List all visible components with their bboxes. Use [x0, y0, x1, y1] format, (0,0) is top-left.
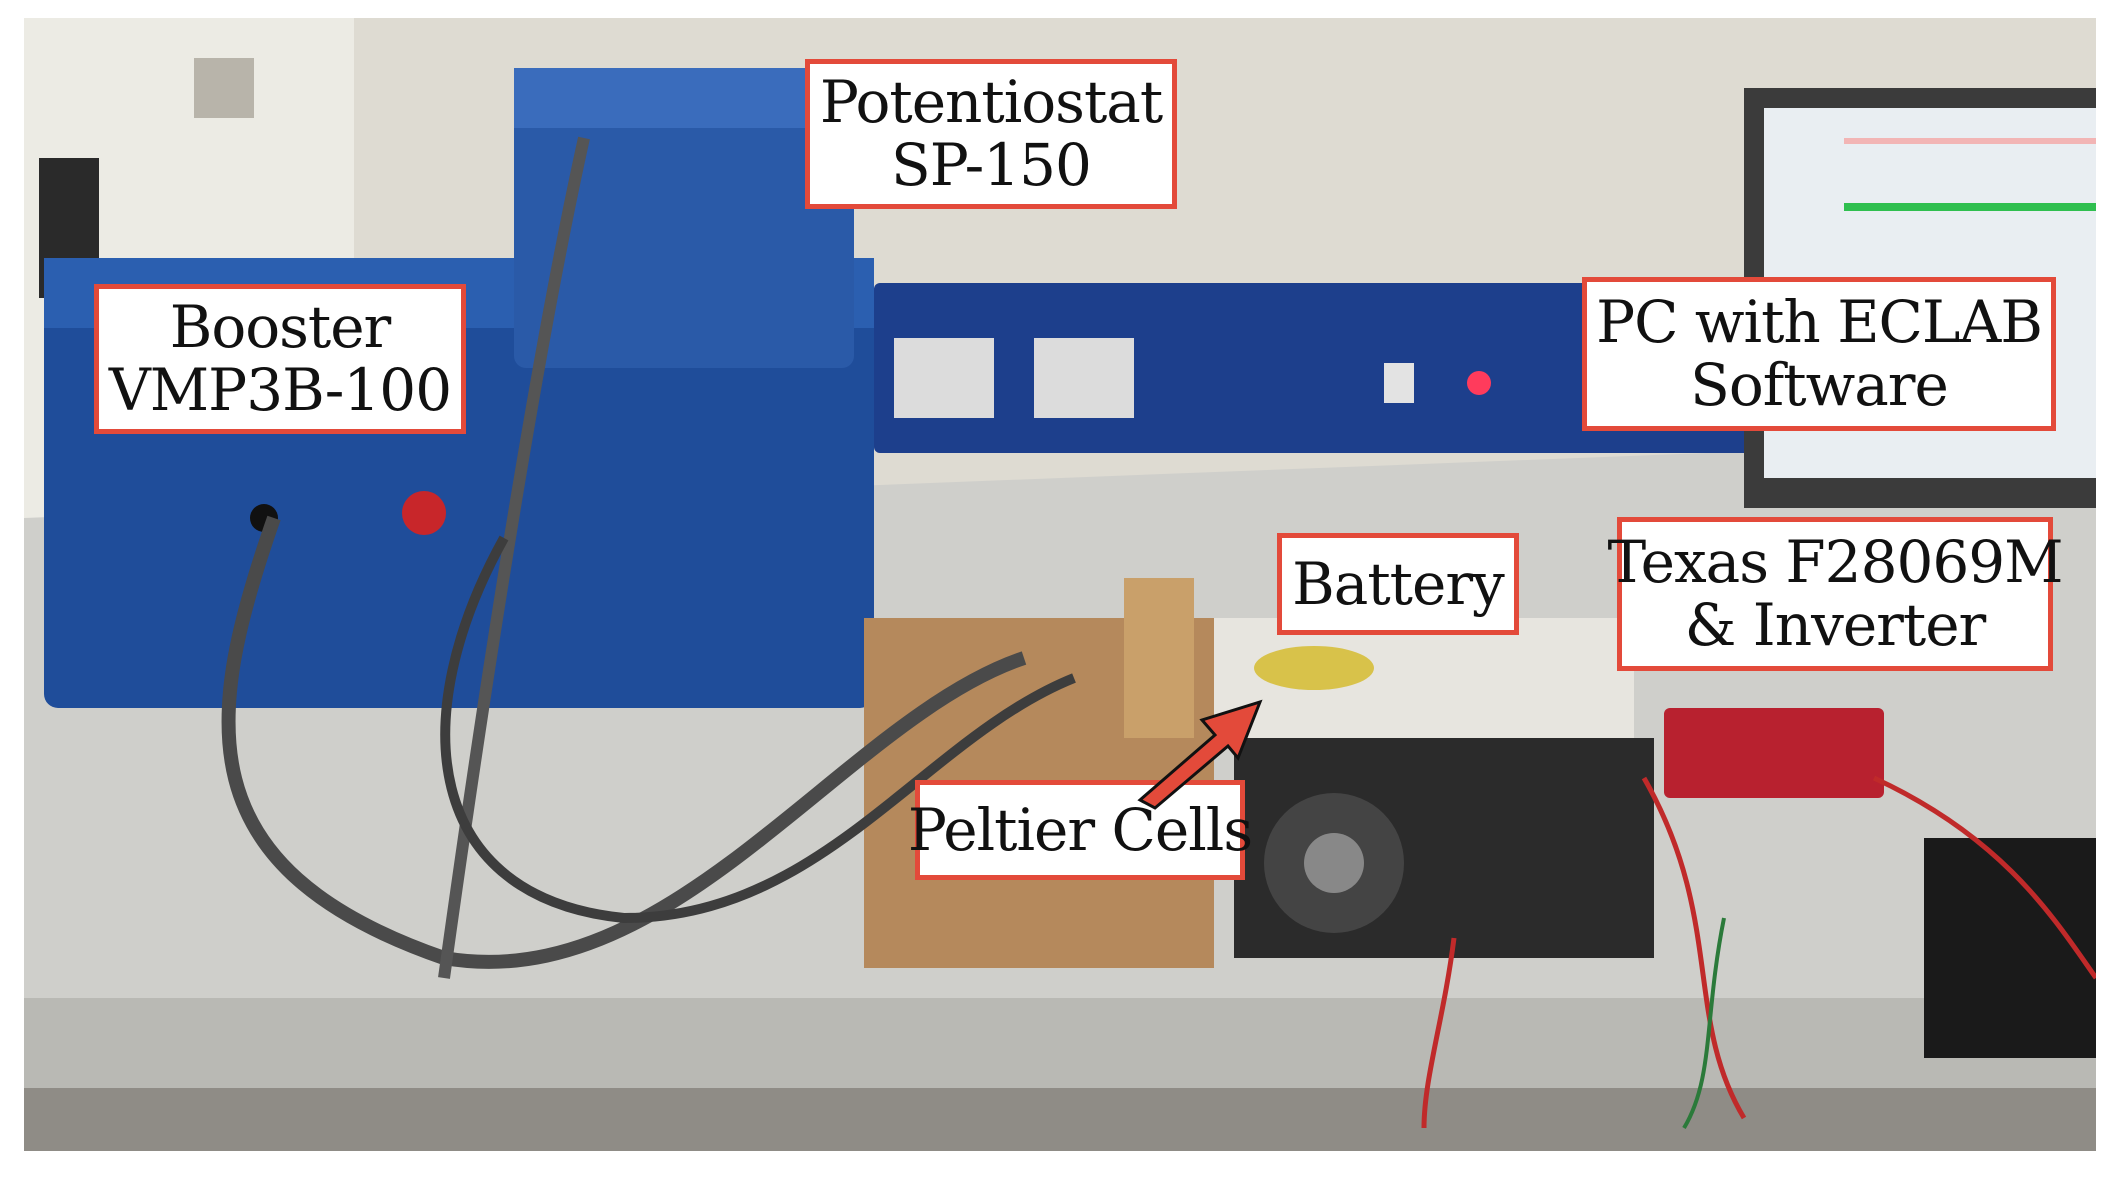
peltier-label: Peltier Cells	[908, 780, 1253, 880]
controller-board	[1664, 708, 1884, 798]
wire-red-3	[1421, 937, 1457, 1129]
wall-socket	[194, 58, 254, 118]
battery-tape	[1254, 646, 1374, 690]
potentiostat-unit	[514, 68, 854, 368]
wire-red-2	[1872, 775, 2096, 980]
potentiostat-top	[514, 68, 854, 128]
floor	[24, 1088, 2096, 1151]
lab-setup-scene	[24, 18, 2096, 1151]
keyboard	[1924, 838, 2096, 1058]
wire-green	[1682, 917, 1726, 1130]
potentiostat-label-line2: SP-150	[891, 131, 1092, 199]
peltier-label-line1: Peltier Cells	[907, 795, 1253, 864]
potentiostat-label: Potentiostat SP-150	[805, 59, 1177, 209]
arrow-icon	[1137, 699, 1263, 810]
rack-button	[1384, 363, 1414, 403]
rack-led	[1467, 371, 1491, 395]
booster-label-line2: VMP3B-100	[108, 356, 452, 424]
pc-label-line2: Software	[1690, 351, 1949, 419]
texas-label-line2: & Inverter	[1684, 591, 1987, 659]
booster-knob	[402, 491, 446, 535]
monitor-plot-line	[1844, 203, 2096, 211]
battery-label-line1: Battery	[1292, 549, 1505, 618]
pc-label: PC with ECLAB Software	[1582, 277, 2056, 431]
monitor-plot-line-2	[1844, 138, 2096, 144]
texas-label-line1: Texas F28069M	[1607, 528, 2063, 597]
cable-3	[440, 535, 1076, 924]
peltier-holder	[1124, 578, 1194, 738]
texas-label: Texas F28069M & Inverter	[1607, 517, 2064, 671]
booster-label: Booster VMP3B-100	[94, 284, 466, 434]
booster-label-line1: Booster	[169, 293, 392, 362]
fan-hub	[1304, 833, 1364, 893]
potentiostat-label-line1: Potentiostat	[819, 68, 1163, 137]
wire-red-1	[1641, 776, 1747, 1120]
pc-label-line1: PC with ECLAB	[1596, 288, 2043, 357]
rack-switch-2	[1034, 338, 1134, 418]
rack-switch-1	[894, 338, 994, 418]
battery-label: Battery	[1277, 533, 1519, 635]
